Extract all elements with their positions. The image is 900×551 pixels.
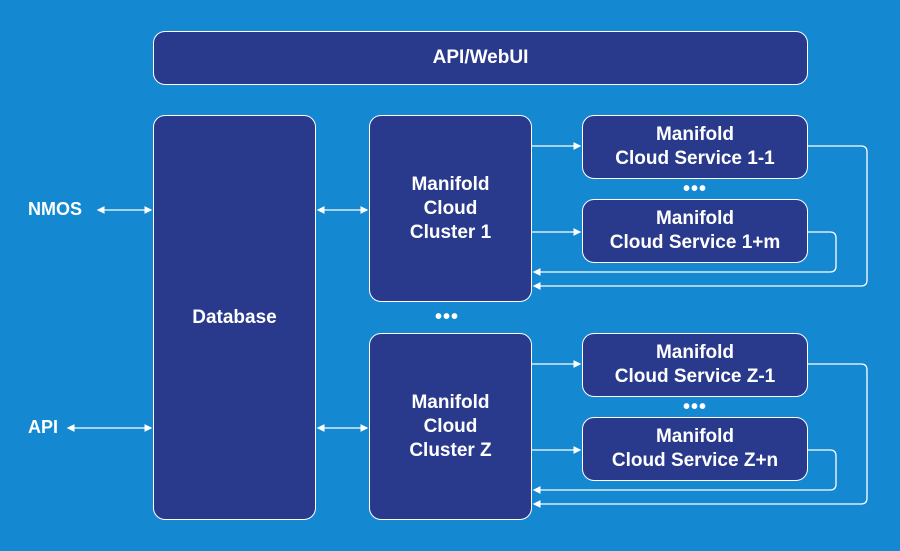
clusters-ellipsis: •••	[435, 306, 460, 328]
api-webui-bar: API/WebUI	[153, 31, 808, 85]
service11-return-arrow	[532, 145, 868, 290]
service-1-m-box: Manifold Cloud Service 1+m	[582, 199, 808, 263]
cluster-z-box: Manifold Cloud Cluster Z	[369, 333, 532, 520]
servicezn-return-arrow	[532, 449, 837, 494]
cluster-1-box: Manifold Cloud Cluster 1	[369, 115, 532, 302]
database-box: Database	[153, 115, 316, 520]
service-z-1-box: Manifold Cloud Service Z-1	[582, 333, 808, 397]
service1m-return-arrow	[532, 231, 837, 276]
service-1-1-box: Manifold Cloud Service 1-1	[582, 115, 808, 179]
api-label: API	[28, 417, 59, 437]
service-z-n-box: Manifold Cloud Service Z+n	[582, 417, 808, 481]
services-z-ellipsis: •••	[683, 396, 708, 418]
servicez1-return-arrow	[532, 363, 868, 508]
nmos-label: NMOS	[28, 199, 82, 219]
services-1-ellipsis: •••	[683, 178, 708, 200]
